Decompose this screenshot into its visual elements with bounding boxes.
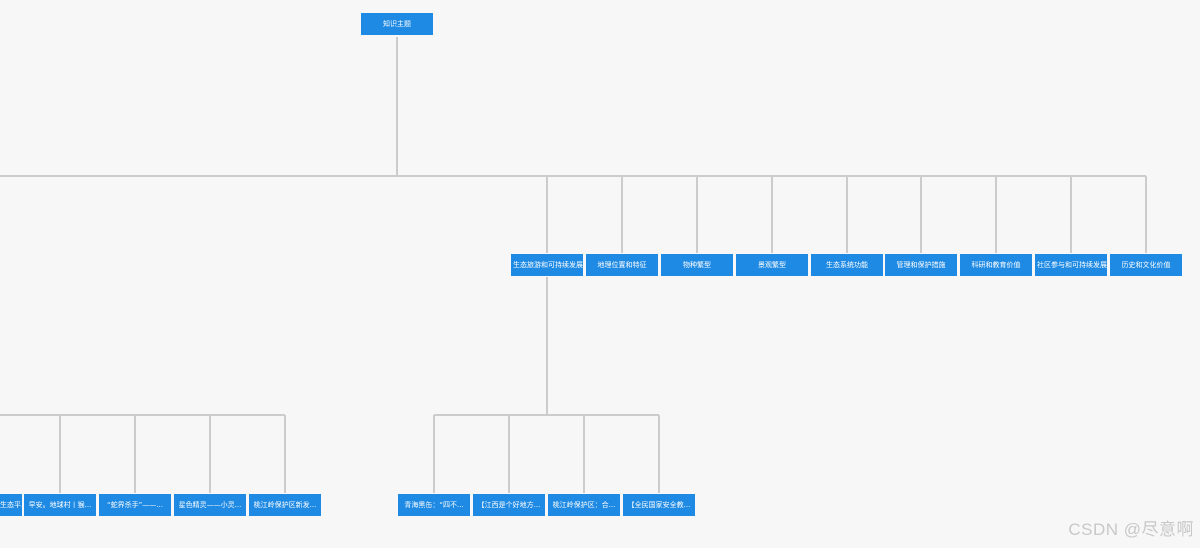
level1-node-species[interactable]: 物种繁型 (661, 254, 733, 276)
level1-node-research-education[interactable]: 科研和教育价值 (960, 254, 1032, 276)
left-leaf-node[interactable]: 星色精灵——小灵... (174, 494, 246, 516)
right-leaf-node[interactable]: 桃江岭保护区：合... (548, 494, 620, 516)
watermark: CSDN @尽意啊 (1068, 520, 1194, 539)
connector-left-leaves (0, 414, 286, 493)
right-leaf-node[interactable]: 【全民国家安全教... (623, 494, 695, 516)
level1-node-geography[interactable]: 地理位置和特征 (586, 254, 658, 276)
connector-level1-drops (546, 176, 1147, 253)
root-node[interactable]: 知识主题 (361, 13, 433, 35)
left-leaf-node[interactable]: 早安。地球村丨猴... (24, 494, 96, 516)
connector-level1-to-right-leaves (433, 277, 660, 493)
level1-node-management[interactable]: 管理和保护措施 (885, 254, 957, 276)
connector-root-to-level1 (0, 37, 1146, 177)
level1-node-landscape[interactable]: 景观繁型 (736, 254, 808, 276)
right-leaf-node[interactable]: 【江西是个好地方... (473, 494, 545, 516)
left-leaf-node[interactable]: 桃江岭保护区新发... (249, 494, 321, 516)
left-leaf-node[interactable]: “蛇界杀手”——... (99, 494, 171, 516)
right-leaf-node[interactable]: 青海黑缶：“四不... (398, 494, 470, 516)
level1-node-history-culture[interactable]: 历史和文化价值 (1110, 254, 1182, 276)
level1-node-ecosystem-function[interactable]: 生态系统功能 (811, 254, 883, 276)
level1-node-ecotourism[interactable]: 生态旅游和可持续发展 (511, 254, 583, 276)
level1-node-community[interactable]: 社区参与和可持续发展 (1035, 254, 1107, 276)
left-leaf-node[interactable]: 生态平... (0, 494, 22, 516)
